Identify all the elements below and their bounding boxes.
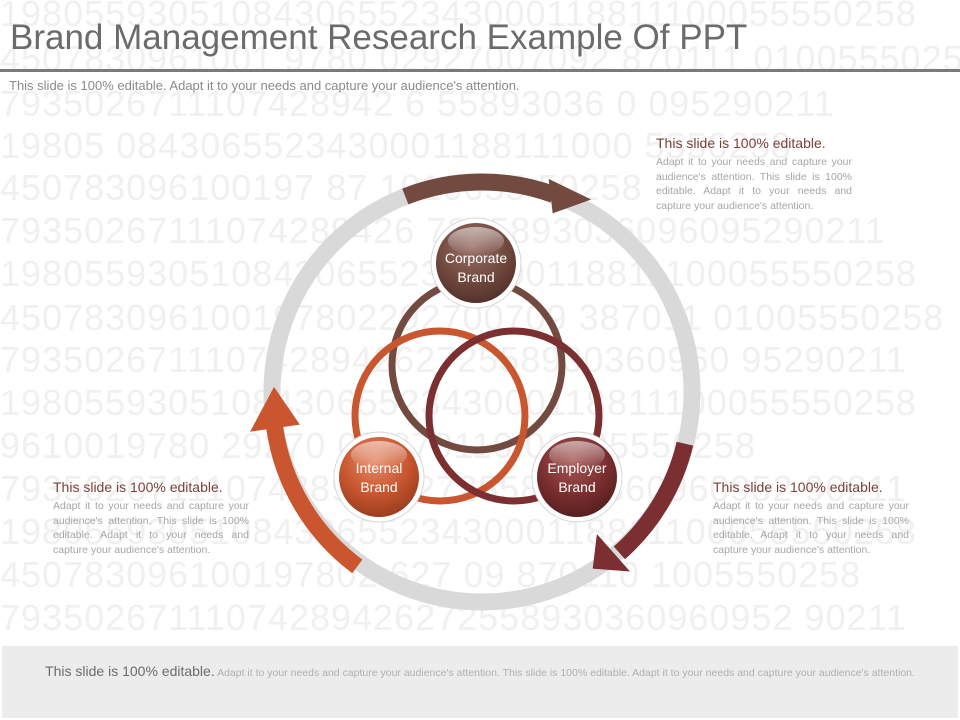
bg-digit-line: 7935026711107428942 6 55893036 0 0952902… <box>0 83 835 124</box>
bg-digit-line: 19805 0843065523430001188111000 5550258 <box>0 125 792 166</box>
node-employer-brand: Employer Brand <box>531 431 623 523</box>
internal-ring <box>351 327 529 505</box>
callout-title: This slide is 100% editable. <box>656 135 826 151</box>
bg-digit-line: 1980559305108430655234300011881110005555… <box>0 382 917 423</box>
node-corporate-label-2: Brand <box>457 269 494 285</box>
callout-bottom-right: This slide is 100% editable. Adapt it to… <box>713 479 909 557</box>
callout-top-right: This slide is 100% editable. Adapt it to… <box>656 135 852 213</box>
callout-title: This slide is 100% editable. <box>713 479 883 495</box>
cycle-arrow-top-head <box>548 178 592 214</box>
bg-digit-line: 1980559305108430655234300011881110005555… <box>0 0 917 34</box>
slide-subtitle: This slide is 100% editable. Adapt it to… <box>9 78 520 93</box>
node-employer-label-2: Brand <box>558 479 595 495</box>
node-employer-label-1: Employer <box>547 460 606 476</box>
bg-digit-line: 1980559305108430655234300011881110005555… <box>0 511 917 552</box>
background-digits: 1980559305108430655234300011881110005555… <box>0 0 960 636</box>
cycle-arrow-top <box>402 173 557 205</box>
cycle-arrow-right-head <box>592 534 630 572</box>
footer-text: This slide is 100% editable. Adapt it to… <box>32 664 928 681</box>
callout-body: Adapt it to your needs and capture your … <box>656 156 852 212</box>
node-corporate-brand: Corporate Brand <box>430 217 522 309</box>
node-corporate-label-1: Corporate <box>445 250 507 266</box>
bg-digit-line: 450783096100197802 627 09 870110 1005550… <box>0 554 862 595</box>
callout-bottom-left: This slide is 100% editable. Adapt it to… <box>53 479 249 557</box>
slide-title: Brand Management Research Example Of PPT <box>10 18 748 57</box>
node-internal-brand: Internal Brand <box>333 431 425 523</box>
title-divider <box>0 69 960 72</box>
footer-body: Adapt it to your needs and capture your … <box>217 667 915 679</box>
employer-ring <box>425 327 603 505</box>
footer-lead: This slide is 100% editable. <box>45 663 215 679</box>
callout-title: This slide is 100% editable. <box>53 479 223 495</box>
cycle-arrow-right <box>613 441 694 560</box>
callout-body: Adapt it to your needs and capture your … <box>713 500 909 556</box>
node-internal-label-2: Brand <box>360 479 397 495</box>
node-internal-label-1: Internal <box>356 460 403 476</box>
footer-bar: This slide is 100% editable. Adapt it to… <box>2 646 958 718</box>
callout-body: Adapt it to your needs and capture your … <box>53 500 249 556</box>
cycle-arrow-left <box>266 426 363 574</box>
cycle-arrow-left-head <box>250 386 300 432</box>
